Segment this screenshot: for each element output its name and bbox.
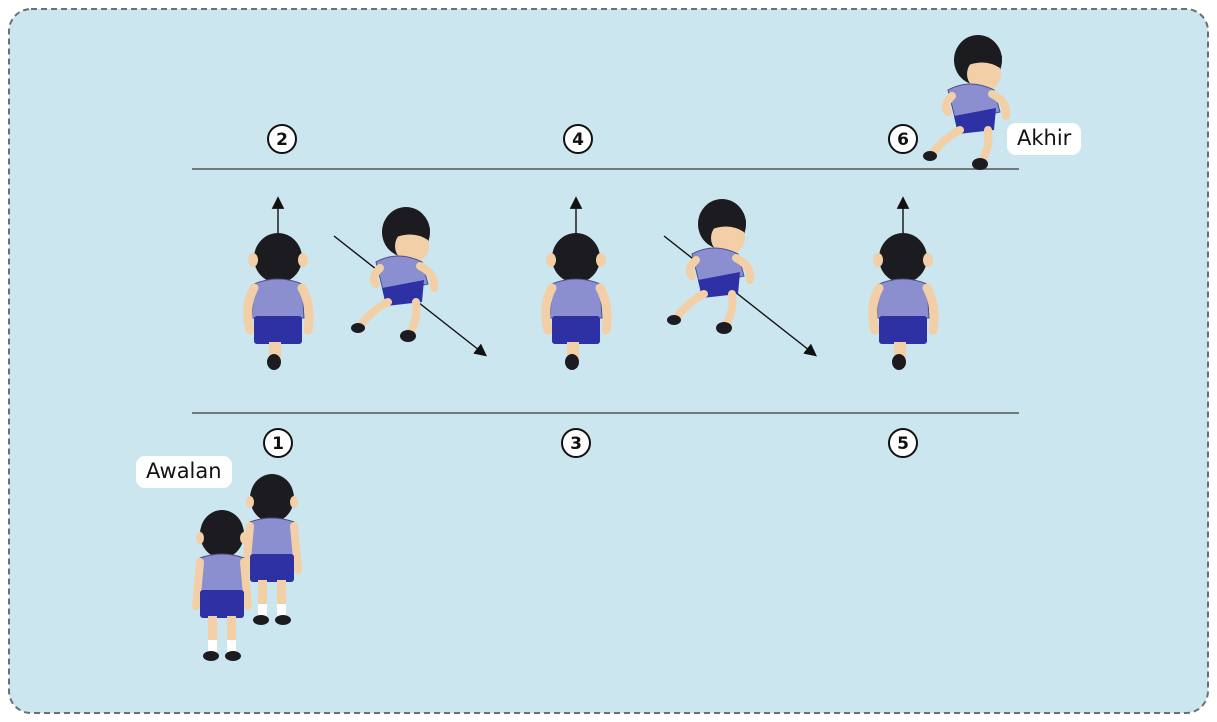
position-marker-6: 6 <box>888 124 918 154</box>
svg-text:3: 3 <box>570 434 582 454</box>
svg-text:6: 6 <box>897 130 909 150</box>
position-marker-3: 3 <box>561 428 591 458</box>
position-marker-2: 2 <box>267 124 297 154</box>
start-label: Awalan <box>136 456 232 489</box>
svg-text:4: 4 <box>572 130 584 150</box>
background-panel <box>8 8 1209 714</box>
svg-text:1: 1 <box>272 434 284 454</box>
position-marker-5: 5 <box>888 428 918 458</box>
svg-text:5: 5 <box>897 434 909 454</box>
svg-text:2: 2 <box>276 130 288 150</box>
position-marker-1: 1 <box>263 428 293 458</box>
arrow-diagonal-icon <box>663 235 817 357</box>
position-marker-4: 4 <box>563 124 593 154</box>
end-label: Akhir <box>1007 123 1082 156</box>
